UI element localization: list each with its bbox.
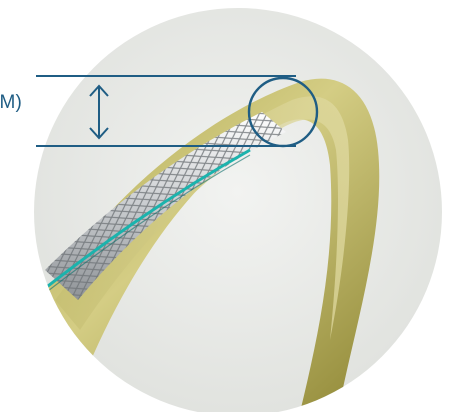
background-disc — [34, 8, 442, 412]
dimension-label: IM) — [0, 92, 22, 114]
